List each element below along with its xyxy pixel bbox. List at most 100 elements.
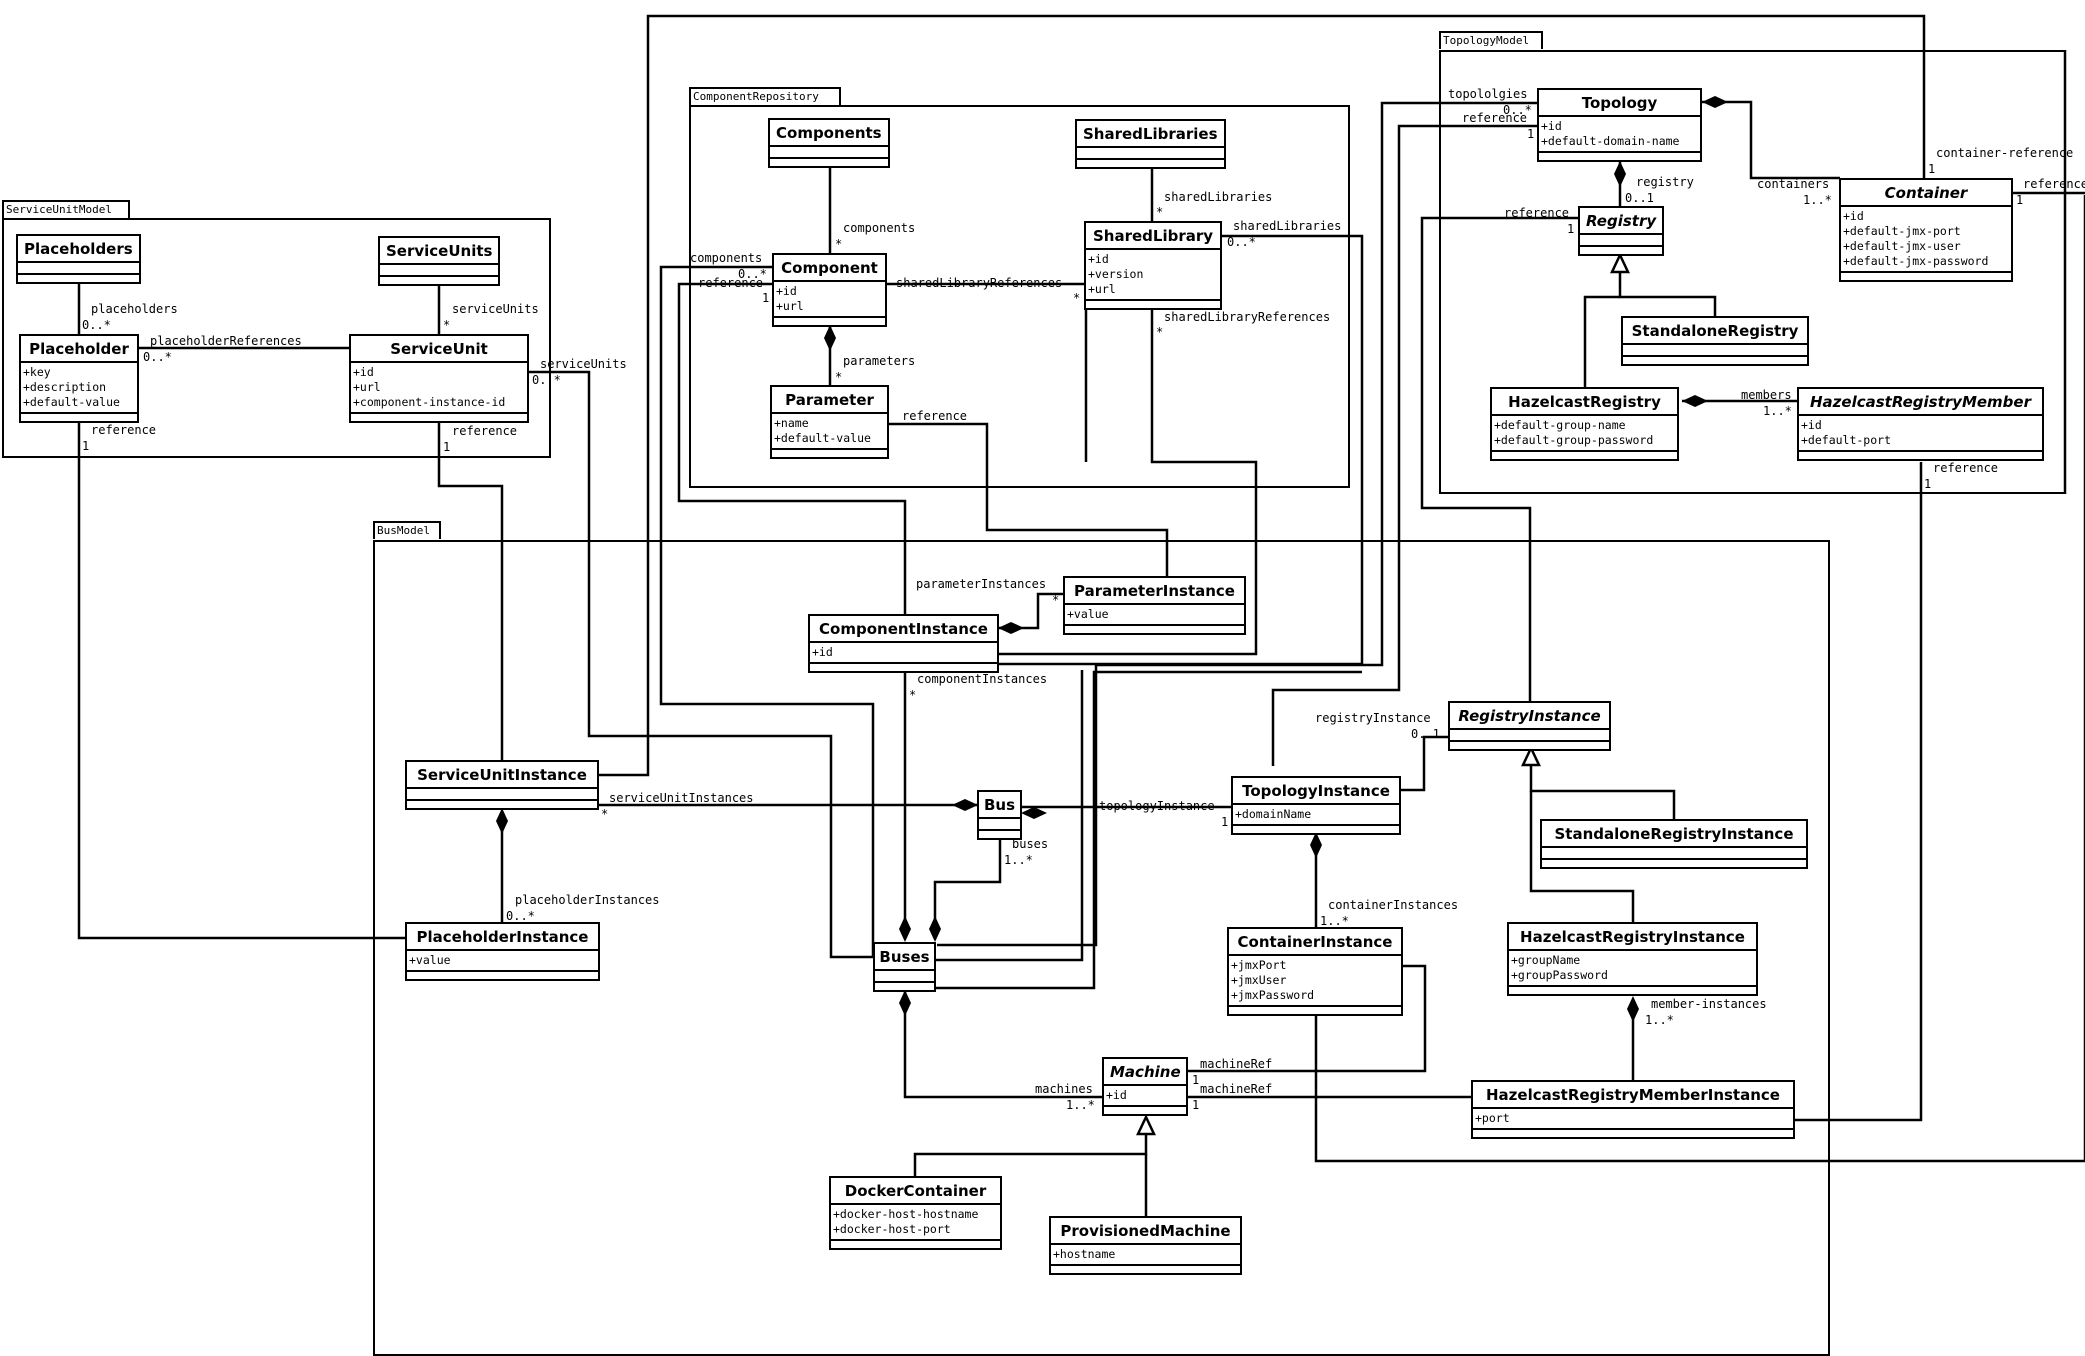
class-buses[interactable]: Buses (873, 942, 936, 992)
class-operations (1473, 1130, 1793, 1137)
multiplicity-label: 1..* (1803, 193, 1832, 207)
role-label: components (843, 221, 916, 235)
class-name: ParameterInstance (1065, 578, 1244, 605)
multiplicity-label: 1..* (1645, 1013, 1674, 1027)
class-standalone-registry[interactable]: StandaloneRegistry (1621, 316, 1809, 366)
attribute: +default-port (1801, 433, 1892, 447)
class-parameter[interactable]: Parameter +name+default-value (770, 385, 889, 459)
attribute: +url (776, 299, 804, 313)
class-name: StandaloneRegistry (1623, 318, 1807, 345)
class-service-unit[interactable]: ServiceUnit +id+url+component-instance-i… (349, 334, 529, 423)
attribute: +description (23, 380, 107, 394)
attribute: +version (1088, 267, 1144, 281)
class-parameter-instance[interactable]: ParameterInstance +value (1063, 576, 1246, 635)
gen-hazelcast-registry-instance (1529, 791, 1635, 924)
attribute: +id (1088, 252, 1109, 266)
class-operations (1104, 1107, 1186, 1114)
class-container-instance[interactable]: ContainerInstance +jmxPort+jmxUser+jmxPa… (1227, 927, 1403, 1016)
multiplicity-label: * (835, 237, 843, 251)
class-registry-instance[interactable]: RegistryInstance (1448, 701, 1611, 751)
multiplicity-label: * (1156, 205, 1164, 219)
multiplicity-label: 0..1 (1411, 727, 1440, 741)
class-attributes (1077, 148, 1224, 160)
attribute: +jmxUser (1231, 973, 1287, 987)
class-name: ServiceUnitInstance (407, 762, 597, 789)
role-label: serviceUnitInstances (609, 791, 754, 805)
class-placeholder-instance[interactable]: PlaceholderInstance +value (405, 922, 600, 981)
composition-diamond-topology-registry (1614, 161, 1626, 187)
class-name: ContainerInstance (1229, 929, 1401, 956)
class-docker-container[interactable]: DockerContainer +docker-host-hostname+do… (829, 1176, 1002, 1250)
class-name: ComponentInstance (810, 616, 997, 643)
class-attributes: +default-group-name+default-group-passwo… (1492, 416, 1677, 452)
class-attributes: +name+default-value (772, 414, 887, 450)
line-sharedlibrary-references-out (998, 309, 1258, 656)
class-name: ServiceUnits (380, 238, 499, 265)
class-attributes: +id+default-port (1799, 416, 2042, 452)
package-service-unit-model (2, 218, 551, 458)
class-topology-instance[interactable]: TopologyInstance +domainName (1231, 776, 1401, 835)
role-label: sharedLibraries (1164, 190, 1273, 204)
composition-diamond-bus-topologyinstance (1021, 807, 1047, 819)
class-service-units[interactable]: ServiceUnits (378, 236, 501, 286)
multiplicity-label: 1 (82, 439, 90, 453)
line-serviceunits-out (528, 370, 873, 959)
class-component[interactable]: Component +id+url (772, 253, 887, 327)
line-registry-reference (1420, 216, 1582, 702)
multiplicity-label: 0..* (532, 373, 561, 387)
class-component-instance[interactable]: ComponentInstance +id (808, 614, 999, 673)
line-component-reference (677, 282, 907, 617)
role-label: reference (1462, 111, 1528, 125)
class-hazelcast-registry-member-instance[interactable]: HazelcastRegistryMemberInstance +port (1471, 1080, 1795, 1139)
class-service-unit-instance[interactable]: ServiceUnitInstance (405, 760, 599, 810)
class-hazelcast-registry-instance[interactable]: HazelcastRegistryInstance +groupName+gro… (1507, 922, 1758, 996)
generalization-arrow-machine (1136, 1114, 1156, 1136)
role-label: registry (1636, 175, 1694, 189)
line-parameter-reference (889, 422, 1169, 577)
multiplicity-label: * (909, 688, 917, 702)
role-label: reference (452, 424, 518, 438)
class-standalone-registry-instance[interactable]: StandaloneRegistryInstance (1540, 819, 1808, 869)
multiplicity-label: * (1073, 291, 1081, 305)
package-tab-bus-model: BusModel (373, 521, 441, 539)
class-topology[interactable]: Topology +id+default-domain-name (1537, 88, 1702, 162)
multiplicity-label: 0..* (82, 318, 111, 332)
composition-diamond-buses-machines (899, 990, 911, 1016)
class-operations (1580, 247, 1662, 254)
multiplicity-label: * (835, 370, 843, 384)
class-name: Container (1841, 180, 2011, 207)
role-label: container-reference (1936, 146, 2074, 160)
line-buses-to-sharedlib2 (935, 670, 1362, 990)
role-label: componentInstances (917, 672, 1048, 686)
class-components[interactable]: Components (768, 118, 890, 168)
class-operations (1799, 452, 2042, 459)
gen-docker-container (913, 1120, 1148, 1180)
class-hazelcast-registry-member[interactable]: HazelcastRegistryMember +id+default-port (1797, 387, 2044, 461)
class-placeholders[interactable]: Placeholders (16, 234, 141, 284)
role-label: machines (1035, 1082, 1093, 1096)
class-shared-libraries[interactable]: SharedLibraries (1075, 119, 1226, 169)
role-label: machineRef (1200, 1082, 1273, 1096)
class-provisioned-machine[interactable]: ProvisionedMachine +hostname (1049, 1216, 1242, 1275)
line-machines (903, 990, 1103, 1099)
class-container[interactable]: Container +id+default-jmx-port+default-j… (1839, 178, 2013, 282)
multiplicity-label: 0..* (506, 909, 535, 923)
class-name: Machine (1104, 1059, 1186, 1086)
class-shared-library[interactable]: SharedLibrary +id+version+url (1084, 221, 1222, 310)
attribute: +default-jmx-port (1843, 224, 1961, 238)
class-placeholder[interactable]: Placeholder +key+description+default-val… (19, 334, 139, 423)
composition-diamond-topologyinstance-containers (1310, 832, 1322, 858)
class-operations (1065, 626, 1244, 633)
multiplicity-label: 1 (1192, 1073, 1200, 1087)
class-bus[interactable]: Bus (977, 790, 1022, 840)
role-label: containerInstances (1328, 898, 1459, 912)
composition-diamond-bus-serviceunits (952, 799, 978, 811)
class-operations (1623, 357, 1807, 364)
class-operations (774, 318, 885, 325)
class-operations (1841, 273, 2011, 280)
multiplicity-label: 1..* (1320, 914, 1349, 928)
class-registry[interactable]: Registry (1578, 206, 1664, 256)
class-operations (1086, 301, 1220, 308)
class-hazelcast-registry[interactable]: HazelcastRegistry +default-group-name+de… (1490, 387, 1679, 461)
class-machine[interactable]: Machine +id (1102, 1057, 1188, 1116)
